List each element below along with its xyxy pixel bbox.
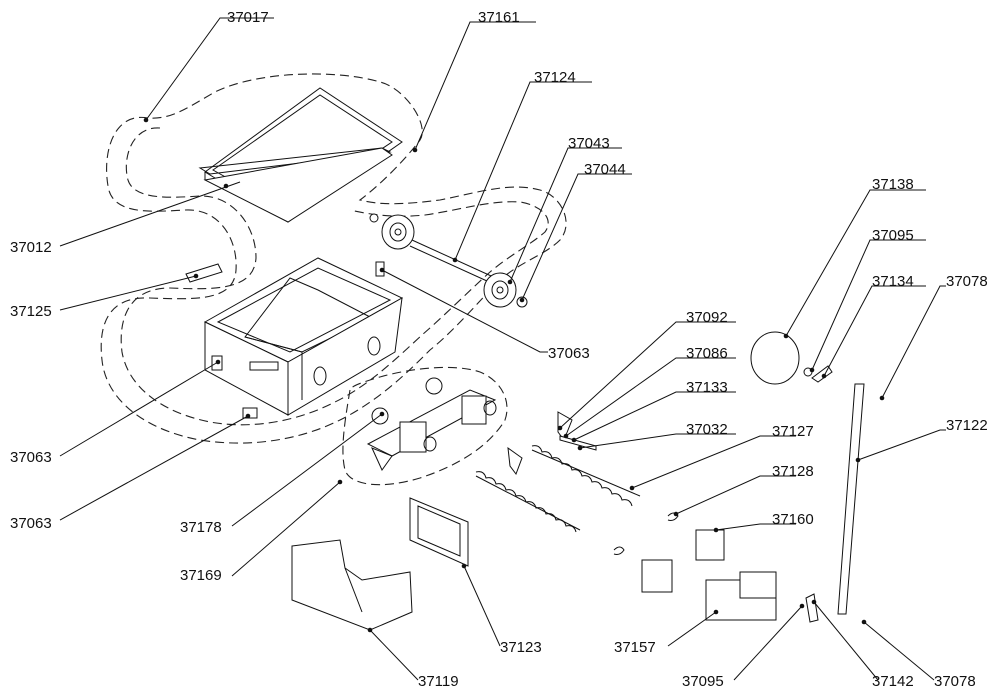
callout-37157: 37157 bbox=[614, 639, 656, 656]
leader-lines bbox=[59, 17, 946, 681]
part-37125-bracket bbox=[185, 263, 223, 283]
callout-37138: 37138 bbox=[872, 176, 914, 193]
part-37138-disc bbox=[750, 331, 800, 385]
callout-37128: 37128 bbox=[772, 463, 814, 480]
callout-37124: 37124 bbox=[534, 69, 576, 86]
part-37178-gear-frame bbox=[366, 377, 497, 471]
leader-dots bbox=[143, 117, 885, 633]
callout-37095-a: 37095 bbox=[872, 227, 914, 244]
callout-37127: 37127 bbox=[772, 423, 814, 440]
callout-37032: 37032 bbox=[686, 421, 728, 438]
callout-37086: 37086 bbox=[686, 345, 728, 362]
callout-37134: 37134 bbox=[872, 273, 914, 290]
callout-37043: 37043 bbox=[568, 135, 610, 152]
callout-37092: 37092 bbox=[686, 309, 728, 326]
part-37063-hopper-box bbox=[203, 257, 404, 419]
callout-37142: 37142 bbox=[872, 673, 914, 690]
callout-labels: 37017 37161 37124 37043 37044 37012 3712… bbox=[10, 9, 988, 690]
callout-37161: 37161 bbox=[478, 9, 520, 26]
callout-37123: 37123 bbox=[500, 639, 542, 656]
part-37122-rod bbox=[837, 383, 865, 615]
callout-37063-c: 37063 bbox=[10, 515, 52, 532]
callout-37012: 37012 bbox=[10, 239, 52, 256]
callout-37125: 37125 bbox=[10, 303, 52, 320]
callout-37044: 37044 bbox=[584, 161, 626, 178]
callout-37122: 37122 bbox=[946, 417, 988, 434]
callout-37169: 37169 bbox=[180, 567, 222, 584]
part-37124-wheel-assembly bbox=[369, 213, 528, 308]
part-37012-lid bbox=[198, 87, 403, 223]
callout-37017: 37017 bbox=[227, 9, 269, 26]
part-37123-frame bbox=[409, 497, 469, 567]
part-37092-augers bbox=[475, 411, 641, 533]
callout-37078-b: 37078 bbox=[934, 673, 976, 690]
callout-37119: 37119 bbox=[418, 673, 459, 690]
callout-37160: 37160 bbox=[772, 511, 814, 528]
callout-37063-a: 37063 bbox=[548, 345, 590, 362]
callout-37078-a: 37078 bbox=[946, 273, 988, 290]
part-37119-guard bbox=[291, 539, 413, 631]
callout-37063-b: 37063 bbox=[10, 449, 52, 466]
part-37160-gearbox bbox=[613, 365, 833, 623]
callout-37133: 37133 bbox=[686, 379, 728, 396]
callout-37178: 37178 bbox=[180, 519, 222, 536]
callout-37095-b: 37095 bbox=[682, 673, 724, 690]
